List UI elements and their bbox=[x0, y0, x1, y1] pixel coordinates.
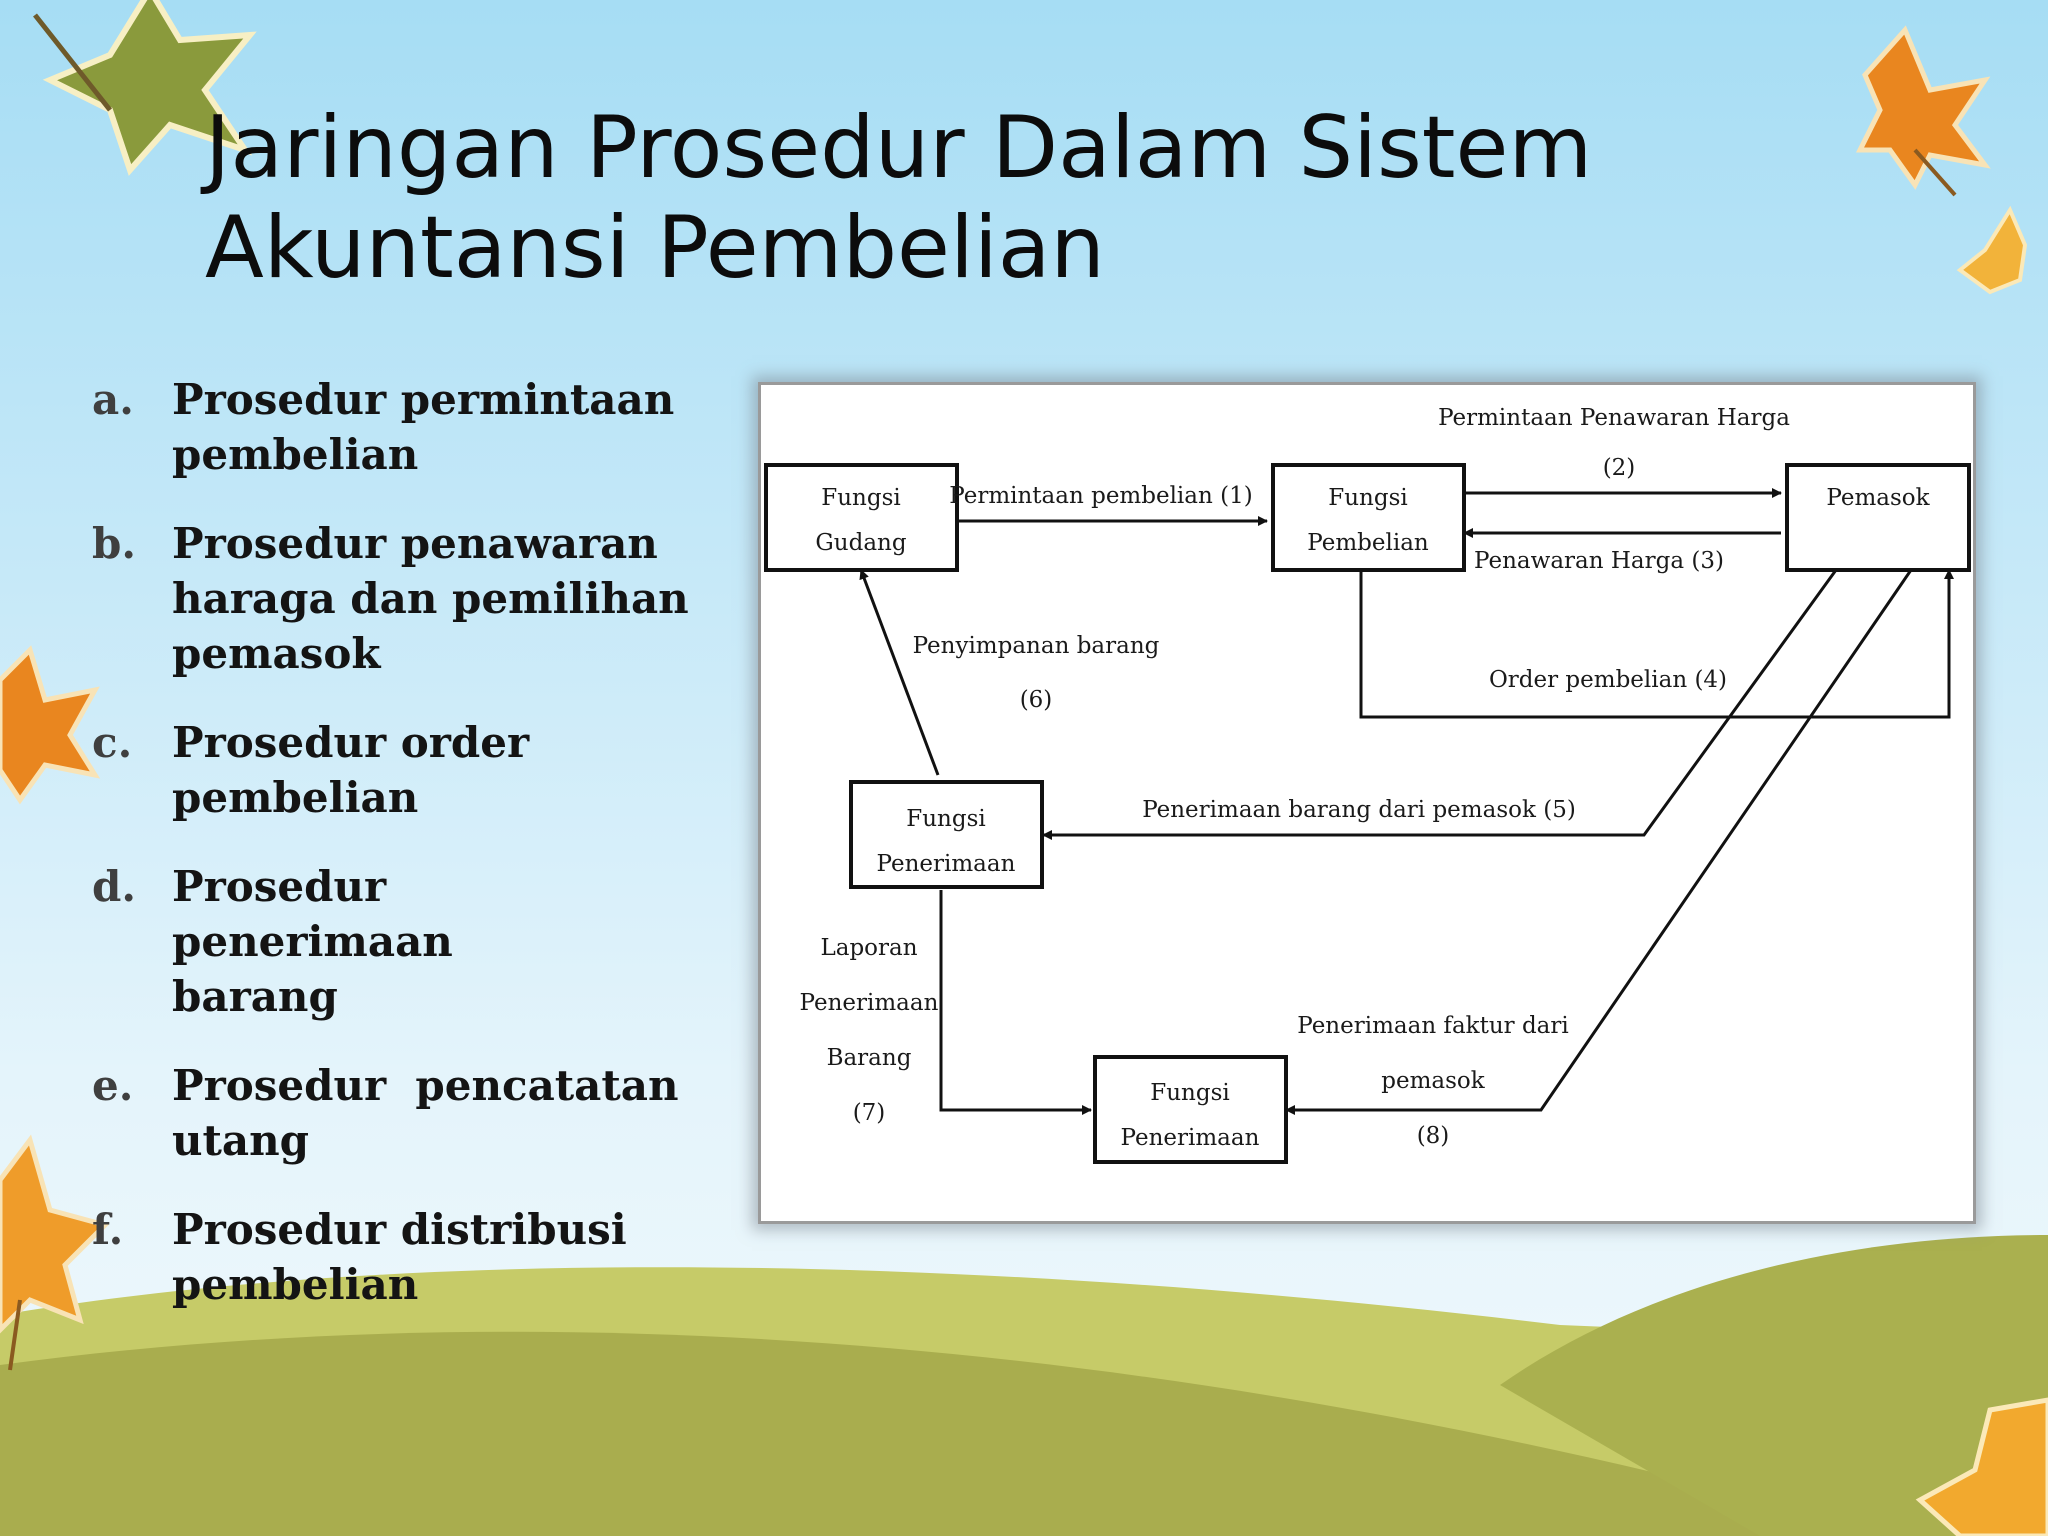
list-marker: b. bbox=[92, 519, 136, 568]
leaf-orange-bottom-left-icon bbox=[0, 1134, 110, 1371]
slide-title-line: Jaringan Prosedur Dalam Sistem bbox=[205, 98, 1593, 198]
flow-label: Penerimaan faktur dari bbox=[1297, 1013, 1569, 1039]
flow-4-arrow bbox=[1359, 569, 1954, 719]
node-label: Fungsi bbox=[1150, 1080, 1229, 1106]
node-label: Pembelian bbox=[1307, 530, 1429, 556]
list-marker: c. bbox=[92, 718, 133, 767]
node-box-penerimaan-bottom bbox=[1093, 1055, 1288, 1164]
flow-label: Permintaan pembelian (1) bbox=[949, 483, 1252, 509]
flow-6-arrow bbox=[859, 569, 940, 776]
node-box-gudang bbox=[764, 463, 959, 572]
flow-label: Penyimpanan barang bbox=[913, 633, 1160, 659]
flow-label: (2) bbox=[1603, 455, 1636, 481]
procedure-item: f. Prosedur distribusi pembelian bbox=[92, 1202, 692, 1312]
node-box-pemasok bbox=[1785, 463, 1971, 572]
node-box-penerimaan-top bbox=[849, 780, 1044, 889]
procedure-item: e. Prosedur pencatatan utang bbox=[92, 1058, 692, 1168]
list-marker: f. bbox=[92, 1205, 124, 1254]
list-marker: a. bbox=[92, 375, 134, 424]
flow-7-arrow bbox=[939, 890, 1092, 1115]
flow-label: (7) bbox=[853, 1100, 886, 1126]
procedure-text: Prosedur distribusi pembelian bbox=[172, 1205, 627, 1309]
node-box-pembelian bbox=[1271, 463, 1466, 572]
leaf-yellow-bottom-right-icon bbox=[1915, 1397, 2048, 1536]
procedure-text: Prosedur pencatatan utang bbox=[172, 1061, 679, 1165]
diagram-canvas: Fungsi Gudang Fungsi Pembelian Pemasok F… bbox=[764, 405, 1971, 1164]
leaf-yellow-right-icon bbox=[1956, 205, 2028, 295]
list-marker: d. bbox=[92, 862, 136, 911]
hill-front bbox=[0, 1331, 1900, 1536]
leaf-orange-top-right-icon bbox=[1855, 25, 1991, 197]
list-marker: e. bbox=[92, 1061, 134, 1110]
flow-label: Permintaan Penawaran Harga bbox=[1438, 405, 1790, 431]
node-label: Fungsi bbox=[1328, 485, 1407, 511]
leaf-orange-left-icon bbox=[0, 645, 101, 805]
procedure-list: a. Prosedur permintaan pembelian b. Prosed… bbox=[92, 372, 692, 1346]
flow-label: Penerimaan barang dari pemasok (5) bbox=[1142, 797, 1576, 823]
hill-right bbox=[1500, 1235, 2048, 1536]
flow-label: (8) bbox=[1417, 1123, 1450, 1149]
flow-8-arrow bbox=[1285, 569, 1913, 1115]
node-label: Pemasok bbox=[1826, 485, 1930, 511]
node-label: Fungsi bbox=[906, 806, 985, 832]
slide-title: Jaringan Prosedur Dalam Sistem Akuntansi… bbox=[205, 98, 1705, 298]
flow-label: Laporan bbox=[820, 935, 917, 961]
flow-label: Barang bbox=[827, 1045, 912, 1071]
slide-title-line: Akuntansi Pembelian bbox=[205, 198, 1105, 298]
node-label: Fungsi bbox=[821, 485, 900, 511]
node-label: Gudang bbox=[815, 530, 906, 556]
procedure-network-diagram: Fungsi Gudang Fungsi Pembelian Pemasok F… bbox=[758, 382, 1976, 1224]
node-label: Penerimaan bbox=[877, 851, 1016, 877]
procedure-item: d. Prosedur penerimaan barang bbox=[92, 859, 692, 1024]
procedure-item: a. Prosedur permintaan pembelian bbox=[92, 372, 692, 482]
flow-label: pemasok bbox=[1381, 1068, 1486, 1094]
procedure-text: Prosedur order pembelian bbox=[172, 718, 530, 822]
procedure-text: Prosedur penawaran haraga dan pemilihan … bbox=[172, 519, 689, 678]
flow-5-arrow bbox=[1042, 569, 1838, 840]
procedure-item: c. Prosedur order pembelian bbox=[92, 715, 692, 825]
flow-label: Penerimaan bbox=[800, 990, 939, 1016]
flow-label: Order pembelian (4) bbox=[1489, 667, 1727, 693]
flow-label: (6) bbox=[1020, 687, 1053, 713]
flow-label: Penawaran Harga (3) bbox=[1474, 548, 1724, 574]
node-label: Penerimaan bbox=[1121, 1125, 1260, 1151]
procedure-text: Prosedur permintaan pembelian bbox=[172, 375, 675, 479]
leaf-green-top-left-icon bbox=[33, 0, 257, 176]
procedure-item: b. Prosedur penawaran haraga dan pemiliha… bbox=[92, 516, 692, 681]
procedure-text: Prosedur penerimaan barang bbox=[172, 862, 453, 1021]
